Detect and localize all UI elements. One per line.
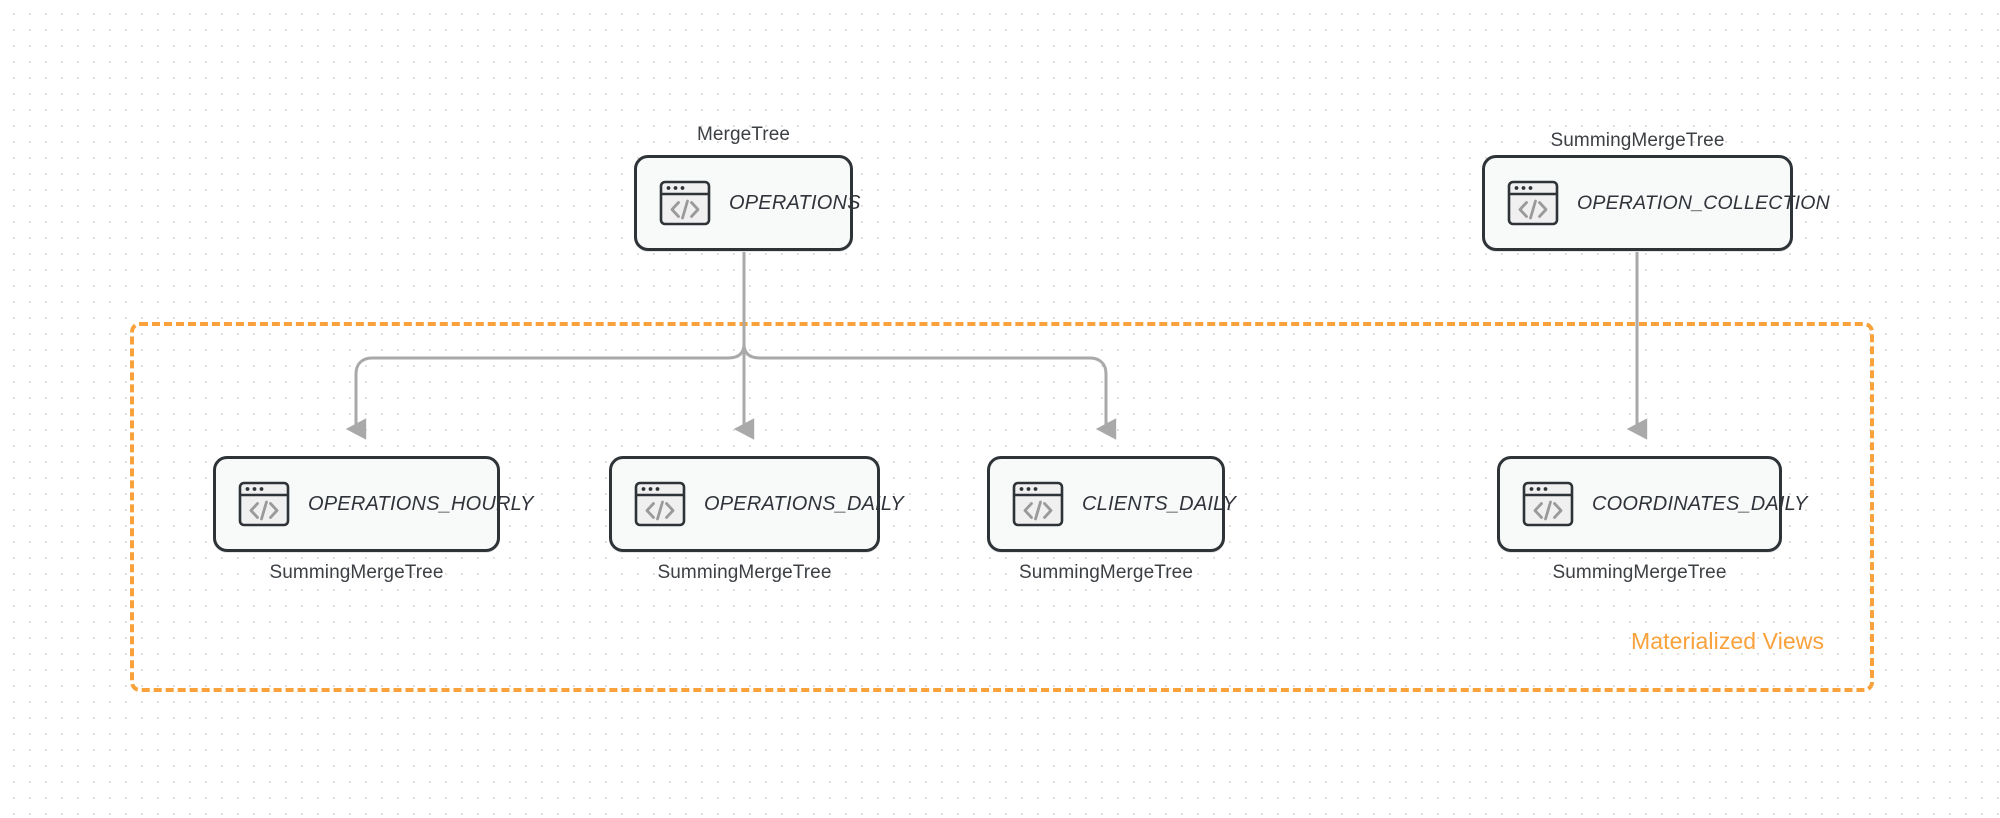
node-operations-hourly-label: OPERATIONS_HOURLY [308,492,534,515]
node-clients-daily[interactable]: CLIENTS_DAILY [987,456,1236,552]
node-operations-daily-label: OPERATIONS_DAILY [704,492,904,515]
node-operations-hourly[interactable]: OPERATIONS_HOURLY [213,456,533,552]
node-operations-label: OPERATIONS [729,191,861,214]
materialized-views-group[interactable] [130,322,1874,692]
engine-label-operations: MergeTree [696,124,791,145]
engine-label-coordinates-daily: SummingMergeTree [1552,562,1727,583]
code-window-icon [1522,481,1574,527]
node-operation-collection-label: OPERATION_COLLECTION [1577,191,1830,214]
engine-label-operations-daily: SummingMergeTree [657,562,832,583]
node-coordinates-daily[interactable]: COORDINATES_DAILY [1497,456,1807,552]
node-operations[interactable]: OPERATIONS [634,155,860,251]
engine-label-operation-collection: SummingMergeTree [1550,130,1725,151]
engine-label-clients-daily: SummingMergeTree [1018,562,1194,583]
node-operations-daily[interactable]: OPERATIONS_DAILY [609,456,904,552]
node-coordinates-daily-label: COORDINATES_DAILY [1592,492,1808,515]
node-clients-daily-label: CLIENTS_DAILY [1082,492,1237,515]
engine-label-operations-hourly: SummingMergeTree [269,562,444,583]
node-operation-collection[interactable]: OPERATION_COLLECTION [1482,155,1830,251]
code-window-icon [1507,180,1559,226]
materialized-views-group-label: Materialized Views [1631,628,1825,654]
code-window-icon [238,481,290,527]
code-window-icon [634,481,686,527]
code-window-icon [1012,481,1064,527]
code-window-icon [659,180,711,226]
